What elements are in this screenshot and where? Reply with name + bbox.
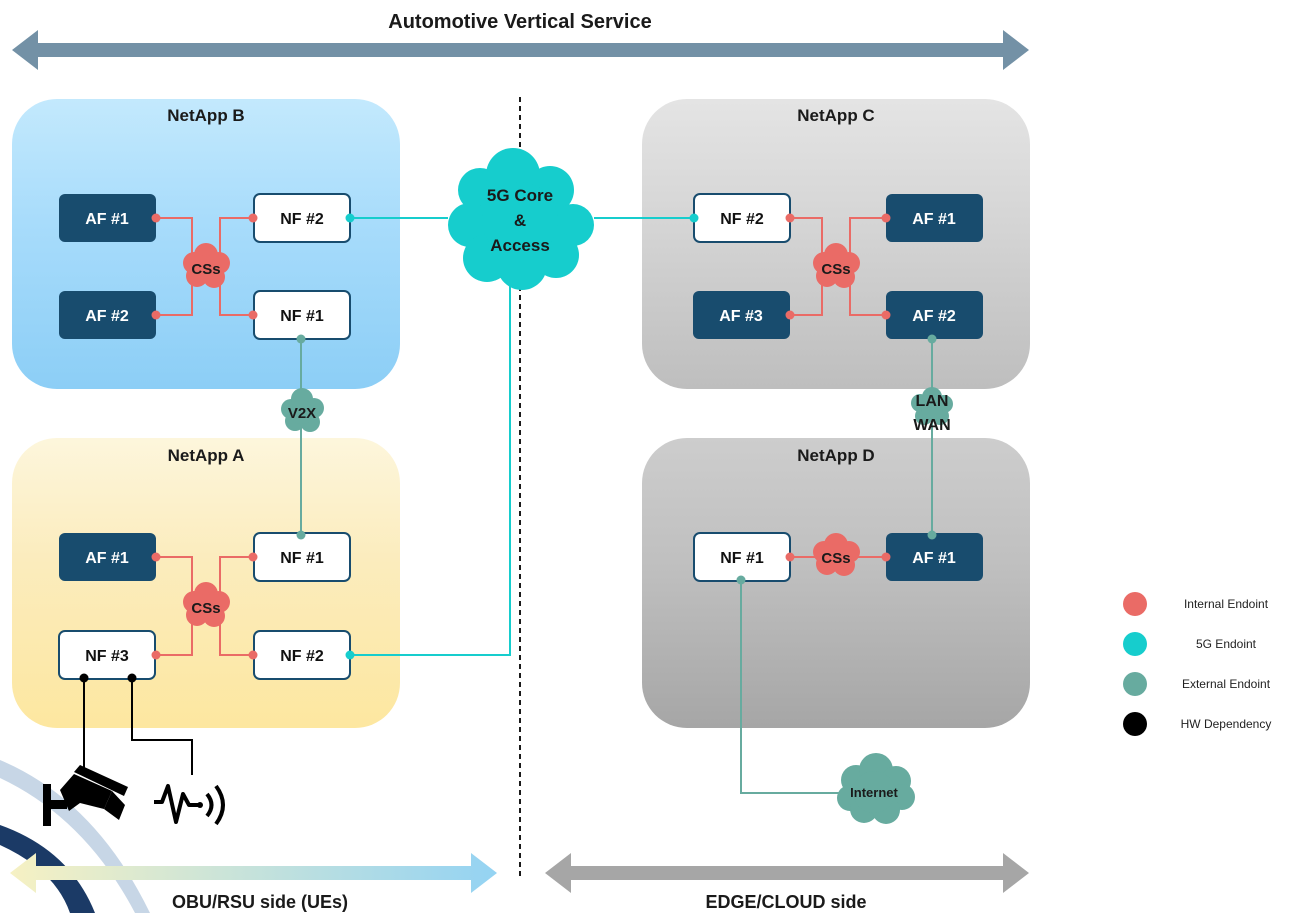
legend-item-hw: HW Dependency [1118,708,1290,748]
netapp-c-af1[interactable]: AF #1 [886,194,983,242]
svg-text:AF #3: AF #3 [719,308,763,325]
svg-text:Internet: Internet [850,785,898,800]
hw-dependency-swatch [1123,712,1147,736]
netapp-a-nf2[interactable]: NF #2 [253,630,351,680]
legend-item-external: External Endoint [1118,668,1290,708]
netapp-c-title: NetApp C [797,106,874,125]
external-links [300,339,933,794]
svg-text:CSs: CSs [191,600,220,617]
netapp-d-title: NetApp D [797,446,874,465]
netapp-a-af1[interactable]: AF #1 [59,533,156,581]
legend-label: External Endoint [1181,677,1271,691]
netapp-a-css-cloud: CSs [183,582,230,627]
netapp-c-af2[interactable]: AF #2 [886,291,983,339]
svg-text:NF #2: NF #2 [720,211,764,228]
svg-text:CSs: CSs [821,550,850,567]
legend-item-internal: Internal Endoint [1118,588,1290,628]
svg-text:Access: Access [490,236,550,255]
top-double-arrow [12,30,1029,70]
netapp-a-nf3[interactable]: NF #3 [58,630,156,680]
legend-label: Internal Endoint [1183,597,1269,611]
sensor-signal-icon [154,784,225,826]
5g-endpoint-swatch [1123,632,1147,656]
svg-text:AF #1: AF #1 [85,550,129,567]
svg-text:AF #1: AF #1 [85,211,129,228]
svg-text:NF #1: NF #1 [280,308,324,325]
edge-cloud-side-arrow [545,853,1029,893]
obu-rsu-side-label: OBU/RSU side (UEs) [172,892,348,912]
svg-text:V2X: V2X [288,405,316,422]
netapp-c-css-cloud: CSs [813,243,860,288]
svg-text:CSs: CSs [191,261,220,278]
netapp-b-nf1[interactable]: NF #1 [253,290,351,340]
lan-wan-cloud: LAN WAN [911,387,953,434]
obu-rsu-side-arrow [10,853,497,893]
svg-text:AF #2: AF #2 [912,308,956,325]
security-camera-icon [43,765,128,826]
diagram-title: Automotive Vertical Service [388,11,651,33]
netapp-b-af1[interactable]: AF #1 [59,194,156,242]
5g-core-cloud: 5G Core & Access [448,148,594,290]
netapp-d-nf1[interactable]: NF #1 [693,532,791,582]
legend: Internal Endoint 5G Endoint External End… [1118,588,1290,748]
internal-endpoints [151,213,891,660]
svg-text:NF #2: NF #2 [280,648,324,665]
svg-text:AF #1: AF #1 [912,211,956,228]
svg-text:NF #2: NF #2 [280,211,324,228]
netapp-c-nf2[interactable]: NF #2 [693,193,791,243]
legend-label: 5G Endoint [1195,637,1257,651]
edge-cloud-side-label: EDGE/CLOUD side [705,892,866,912]
svg-text:NF #1: NF #1 [720,550,764,567]
external-endpoint-swatch [1123,672,1147,696]
svg-text:AF #2: AF #2 [85,308,129,325]
netapp-b-nf2[interactable]: NF #2 [253,193,351,243]
svg-text:AF #1: AF #1 [912,550,956,567]
svg-text:NF #1: NF #1 [280,550,324,567]
hw-endpoints [79,673,137,683]
internet-cloud: Internet [837,753,915,824]
legend-label: HW Dependency [1180,717,1272,731]
netapp-c-af3[interactable]: AF #3 [693,291,790,339]
netapp-b-af2[interactable]: AF #2 [59,291,156,339]
netapp-d-css-cloud: CSs [813,533,860,576]
legend-item-5g: 5G Endoint [1118,628,1290,668]
netapp-d-box [642,438,1030,728]
netapp-b-css-cloud: CSs [183,243,230,288]
netapp-a-nf1[interactable]: NF #1 [253,532,351,582]
svg-text:5G Core: 5G Core [487,186,553,205]
svg-text:NF #3: NF #3 [85,648,129,665]
hw-dependency-links [83,678,193,775]
svg-text:WAN: WAN [913,417,950,434]
v2x-cloud: V2X [281,388,324,432]
internal-endpoint-swatch [1123,592,1147,616]
external-endpoints [296,334,937,585]
netapp-a-title: NetApp A [168,446,245,465]
svg-text:LAN: LAN [916,393,949,410]
svg-text:CSs: CSs [821,261,850,278]
netapp-d-af1[interactable]: AF #1 [886,533,983,581]
netapp-b-title: NetApp B [167,106,244,125]
5g-links [350,217,694,656]
5g-endpoints [345,213,699,660]
svg-text:&: & [514,211,526,230]
